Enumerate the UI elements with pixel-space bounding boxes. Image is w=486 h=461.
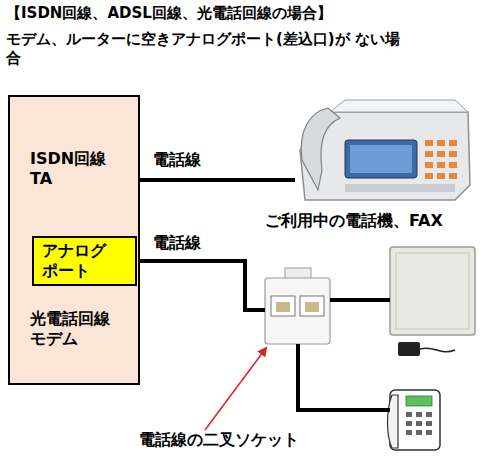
diagram-title: 【ISDN回線、ADSL回線、光電話回線の場合】 (6, 4, 476, 23)
node-text: ISDN回線 TA (30, 149, 125, 189)
splitter-socket-illustration (265, 268, 330, 344)
node-text: 光電話回線 モデム (30, 309, 130, 349)
telephone-illustration (388, 390, 441, 450)
fax-device: ご利用中の電話機、FAX (295, 95, 473, 205)
phone-line-connector (140, 178, 295, 182)
node-text: ご利用中の電話機、FAX (265, 211, 480, 231)
phone-wire (330, 298, 390, 302)
wire-label: 電話線 (153, 233, 233, 253)
wire-label: 電話線 (153, 150, 233, 170)
device-box-illustration (390, 247, 475, 356)
callout-arrow (205, 348, 266, 430)
subtitle-text: モデム、ルーターに空きアナログポート(差込口)が ない場合 (6, 30, 406, 68)
phone-line-connector (137, 261, 265, 310)
splitter-socket: 電話線の二叉ソケット (265, 275, 330, 345)
phone-wire (298, 344, 390, 410)
node-text: アナログ ポート (42, 241, 127, 281)
analog-port-box: アナログ ポート (32, 236, 137, 286)
node-text: 電話線の二叉ソケット (139, 430, 329, 450)
fax-illustration (300, 100, 470, 200)
modem-box: ISDN回線 TA 光電話回線 モデム アナログ ポート (8, 95, 140, 385)
